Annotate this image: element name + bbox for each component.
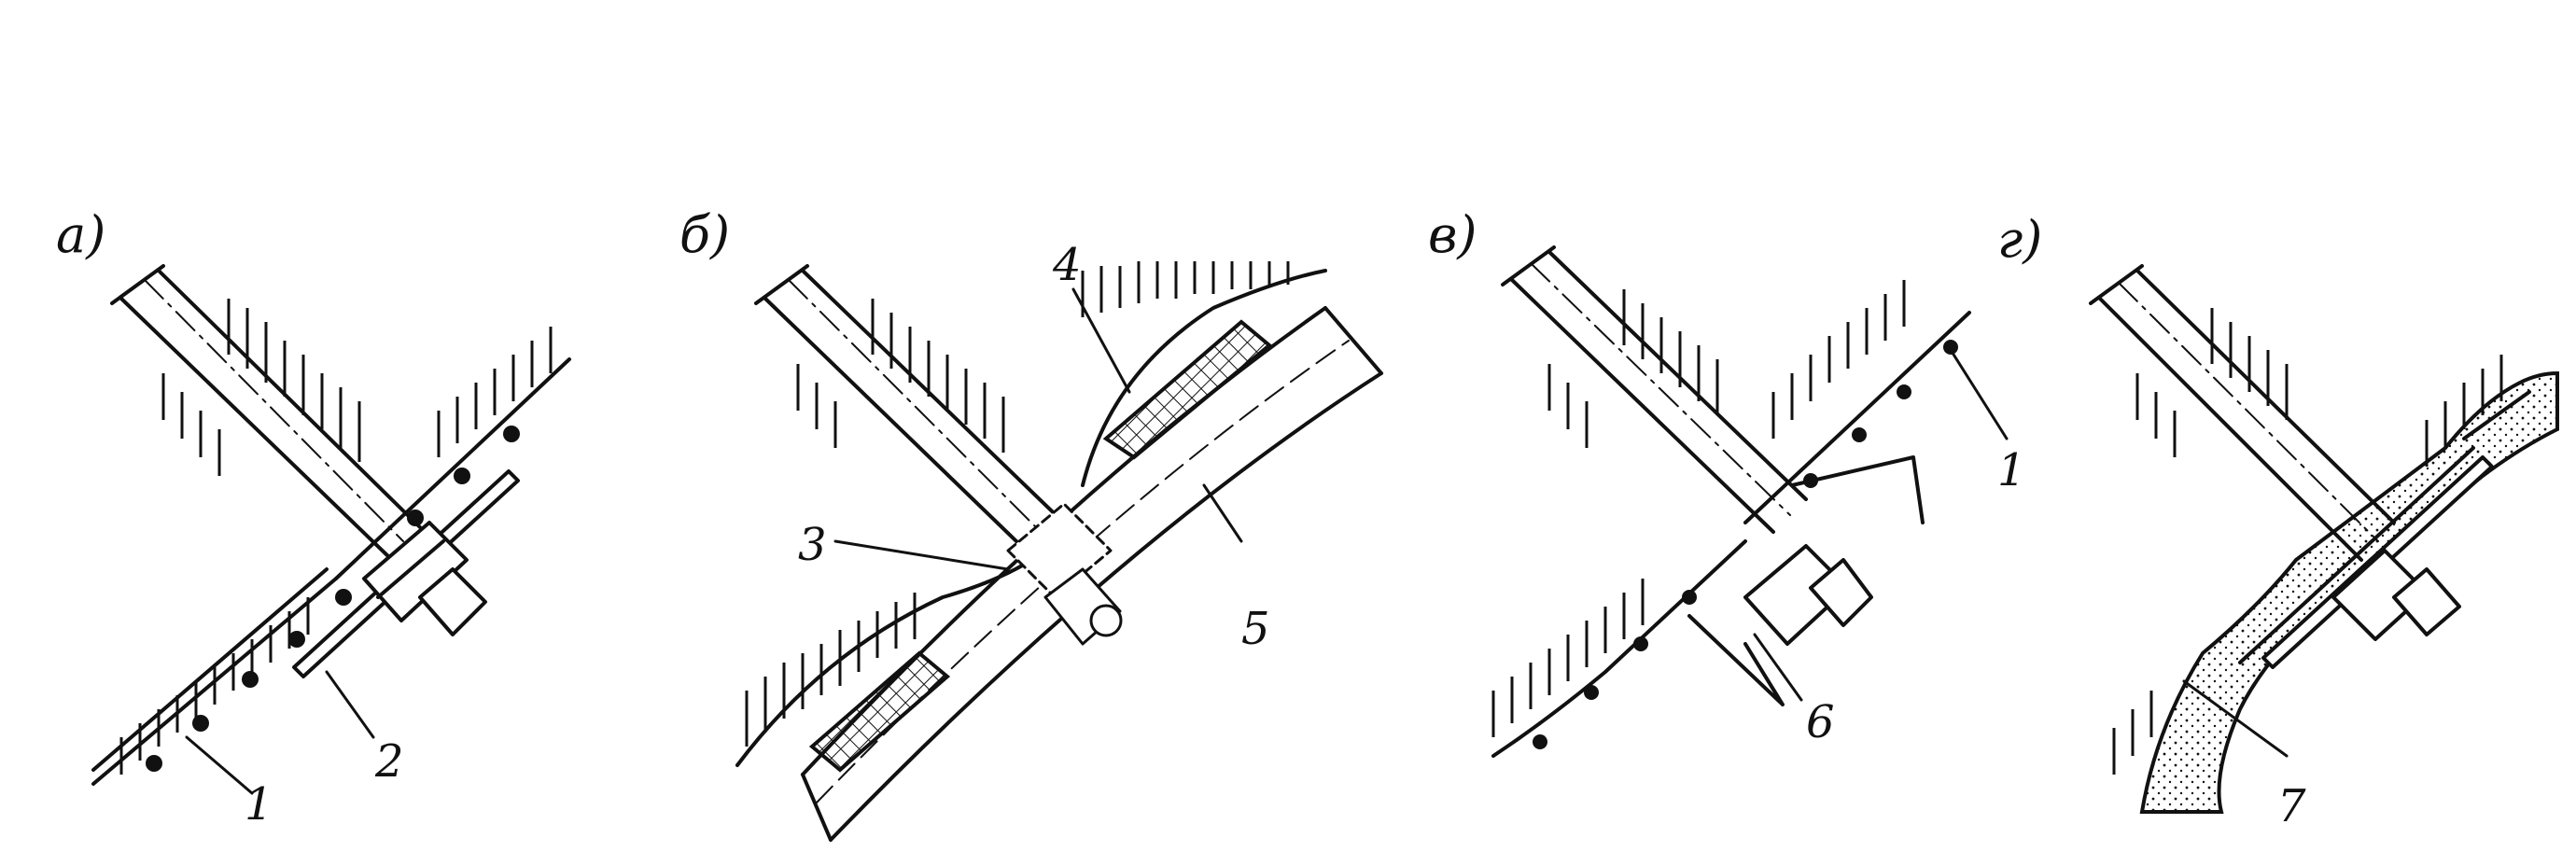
- pipe-a: [110, 264, 422, 562]
- panel-a: а): [56, 205, 571, 831]
- wall-hatch-v: [1491, 280, 1906, 737]
- panel-v-label: в): [1428, 205, 1477, 264]
- wall-hatch-b: [745, 261, 1290, 747]
- pipe-b: [754, 264, 1075, 571]
- panel-a-label: а): [56, 205, 105, 264]
- wall-line-g: [2238, 390, 2531, 664]
- callout-7: 7: [2277, 780, 2306, 832]
- wall-line-v: [1491, 311, 1971, 758]
- flange-plate-g: [2261, 455, 2494, 669]
- panel-v: в): [1428, 205, 2026, 758]
- callout-4: 4: [1052, 239, 1082, 291]
- panel-b: б): [679, 205, 1383, 842]
- panel-g-label: г): [1997, 210, 2042, 269]
- callouts-b: [833, 287, 1243, 571]
- callouts-a: [185, 670, 375, 795]
- insulation-block-upper: [1102, 319, 1273, 460]
- pipe-v: [1501, 245, 1808, 534]
- callouts-v: [1753, 348, 2009, 702]
- pipe-g: [2089, 264, 2396, 562]
- callout-6: 6: [1806, 696, 1835, 748]
- callout-2: 2: [374, 735, 404, 788]
- wall-hatch-a: [119, 299, 553, 775]
- angle-bracket-v: [1687, 455, 1925, 706]
- panel-b-label: б): [679, 205, 730, 264]
- callout-3: 3: [798, 519, 827, 571]
- callout-5: 5: [1241, 603, 1270, 655]
- nut-a: [362, 521, 487, 636]
- rivets-a: [146, 426, 520, 772]
- callout-1b: 1: [1997, 444, 2026, 496]
- insulation-block-lower: [808, 650, 951, 773]
- panel-g: г): [1997, 210, 2559, 832]
- wall-hatch-g: [2112, 308, 2503, 775]
- callout-1: 1: [245, 778, 273, 831]
- bolt-b: [1006, 502, 1123, 646]
- wall-line-a: [91, 357, 571, 786]
- rivets-v: [1533, 340, 1958, 749]
- callouts-g: [2182, 679, 2289, 758]
- curved-casing-b: [801, 306, 1383, 842]
- wall-edge-b: [735, 269, 1327, 767]
